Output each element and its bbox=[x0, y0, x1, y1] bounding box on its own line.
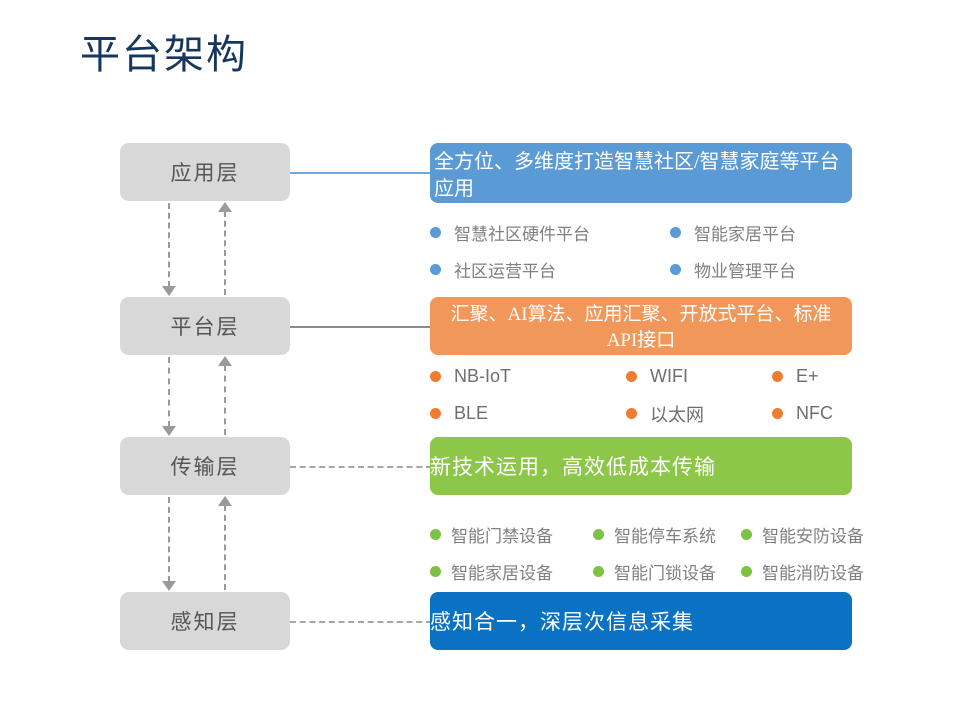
arrow-pair-transport-perception bbox=[150, 496, 260, 591]
arrow-down-icon bbox=[162, 497, 176, 591]
bullet-dot-icon bbox=[772, 371, 783, 382]
list-item[interactable]: 智慧社区硬件平台 bbox=[430, 218, 670, 247]
bullet-list-platform: NB-IoT WIFI E+ BLE 以太网 NFC bbox=[430, 362, 882, 428]
list-item[interactable]: 智能家居平台 bbox=[670, 218, 882, 247]
banner-application[interactable]: 全方位、多维度打造智慧社区/智慧家庭等平台应用 bbox=[430, 143, 852, 203]
bullet-dot-icon bbox=[670, 227, 681, 238]
connector-application bbox=[290, 172, 432, 174]
bullet-dot-icon bbox=[430, 408, 441, 419]
layer-box-transport[interactable]: 传输层 bbox=[120, 437, 290, 495]
list-item[interactable]: 以太网 bbox=[626, 399, 772, 428]
list-item[interactable]: 智能门禁设备 bbox=[430, 520, 593, 549]
banner-platform-text: 汇聚、AI算法、应用汇聚、开放式平台、标准API接口 bbox=[450, 304, 832, 351]
bullet-list-transport: 智能门禁设备 智能停车系统 智能安防设备 智能家居设备 智能门锁设备 智能消防设… bbox=[430, 520, 882, 586]
list-item-label: 智能消防设备 bbox=[762, 564, 864, 583]
bullet-dot-icon bbox=[593, 566, 604, 577]
banner-platform[interactable]: 汇聚、AI算法、应用汇聚、开放式平台、标准API接口 bbox=[430, 297, 852, 355]
layer-label-platform: 平台层 bbox=[170, 315, 240, 339]
list-item-label: 智能门锁设备 bbox=[614, 564, 716, 583]
list-item-label: 智能门禁设备 bbox=[451, 527, 553, 546]
list-item-label: WIFI bbox=[650, 366, 688, 386]
arrow-pair-application-platform bbox=[150, 202, 260, 296]
list-item[interactable]: 智能家居设备 bbox=[430, 557, 593, 586]
bullet-dot-icon bbox=[741, 566, 752, 577]
layer-label-perception: 感知层 bbox=[170, 610, 240, 634]
layer-label-application: 应用层 bbox=[170, 161, 240, 185]
page-title: 平台架构 bbox=[80, 32, 248, 77]
layer-box-perception[interactable]: 感知层 bbox=[120, 592, 290, 650]
list-item[interactable]: NB-IoT bbox=[430, 362, 626, 391]
list-item-label: 智能停车系统 bbox=[614, 527, 716, 546]
list-item-label: E+ bbox=[796, 366, 819, 386]
bullet-dot-icon bbox=[430, 371, 441, 382]
bullet-dot-icon bbox=[626, 371, 637, 382]
list-item-label: 智能家居平台 bbox=[694, 225, 796, 244]
list-item-label: 以太网 bbox=[650, 404, 704, 425]
bullet-dot-icon bbox=[430, 529, 441, 540]
list-item[interactable]: 物业管理平台 bbox=[670, 255, 882, 284]
bullet-dot-icon bbox=[430, 227, 441, 238]
bullet-list-application: 智慧社区硬件平台 智能家居平台 社区运营平台 物业管理平台 bbox=[430, 218, 882, 284]
banner-transport-text: 新技术运用，高效低成本传输 bbox=[430, 455, 716, 479]
banner-application-text: 全方位、多维度打造智慧社区/智慧家庭等平台应用 bbox=[434, 151, 840, 200]
banner-perception-text: 感知合一，深层次信息采集 bbox=[430, 610, 694, 634]
bullet-dot-icon bbox=[430, 264, 441, 275]
list-item-label: NFC bbox=[796, 403, 833, 423]
list-item[interactable]: 智能安防设备 bbox=[741, 520, 882, 549]
list-item-label: BLE bbox=[454, 403, 489, 423]
arrow-up-icon bbox=[218, 496, 232, 590]
list-item[interactable]: WIFI bbox=[626, 362, 772, 391]
list-item-label: 社区运营平台 bbox=[454, 262, 556, 281]
arrow-pair-platform-transport bbox=[150, 356, 260, 436]
connector-perception bbox=[290, 621, 432, 623]
list-item-label: 物业管理平台 bbox=[694, 262, 796, 281]
bullet-dot-icon bbox=[430, 566, 441, 577]
connector-platform bbox=[290, 326, 432, 328]
bullet-dot-icon bbox=[772, 408, 783, 419]
banner-perception[interactable]: 感知合一，深层次信息采集 bbox=[430, 592, 852, 650]
arrow-down-icon bbox=[162, 357, 176, 436]
list-item[interactable]: E+ bbox=[772, 362, 882, 391]
list-item[interactable]: NFC bbox=[772, 399, 882, 428]
list-item[interactable]: 智能门锁设备 bbox=[593, 557, 741, 586]
layer-box-platform[interactable]: 平台层 bbox=[120, 297, 290, 355]
banner-transport[interactable]: 新技术运用，高效低成本传输 bbox=[430, 437, 852, 495]
list-item[interactable]: 智能停车系统 bbox=[593, 520, 741, 549]
arrow-up-icon bbox=[218, 356, 232, 435]
layer-box-application[interactable]: 应用层 bbox=[120, 143, 290, 201]
list-item-label: 智能安防设备 bbox=[762, 527, 864, 546]
bullet-dot-icon bbox=[670, 264, 681, 275]
bullet-dot-icon bbox=[741, 529, 752, 540]
list-item-label: 智慧社区硬件平台 bbox=[454, 225, 590, 244]
bullet-dot-icon bbox=[593, 529, 604, 540]
bullet-dot-icon bbox=[626, 408, 637, 419]
list-item[interactable]: BLE bbox=[430, 399, 626, 428]
list-item[interactable]: 社区运营平台 bbox=[430, 255, 670, 284]
list-item-label: NB-IoT bbox=[454, 366, 512, 386]
arrow-down-icon bbox=[162, 203, 176, 296]
connector-transport bbox=[290, 466, 432, 468]
list-item-label: 智能家居设备 bbox=[451, 564, 553, 583]
list-item[interactable]: 智能消防设备 bbox=[741, 557, 882, 586]
arrow-up-icon bbox=[218, 202, 232, 295]
layer-label-transport: 传输层 bbox=[170, 455, 240, 479]
